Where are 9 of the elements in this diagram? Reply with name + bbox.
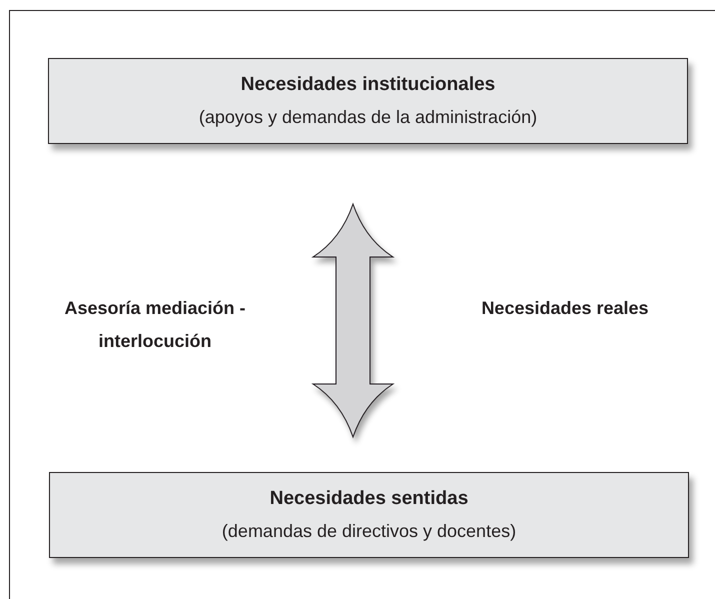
process-box (49, 472, 689, 558)
box-heading: Necesidades sentidas (270, 487, 468, 512)
box-heading: Necesidades institucionales (240, 73, 496, 98)
double-arrow (312, 204, 394, 438)
box-subtitle: (demandas de directivos y docentes) (222, 520, 516, 543)
box-subtitle: (apoyos y demandas de la administración) (198, 106, 538, 129)
side-label: Asesoría mediación - interlocución (63, 297, 247, 353)
process-box (48, 58, 688, 144)
side-label: Necesidades reales (480, 297, 650, 320)
